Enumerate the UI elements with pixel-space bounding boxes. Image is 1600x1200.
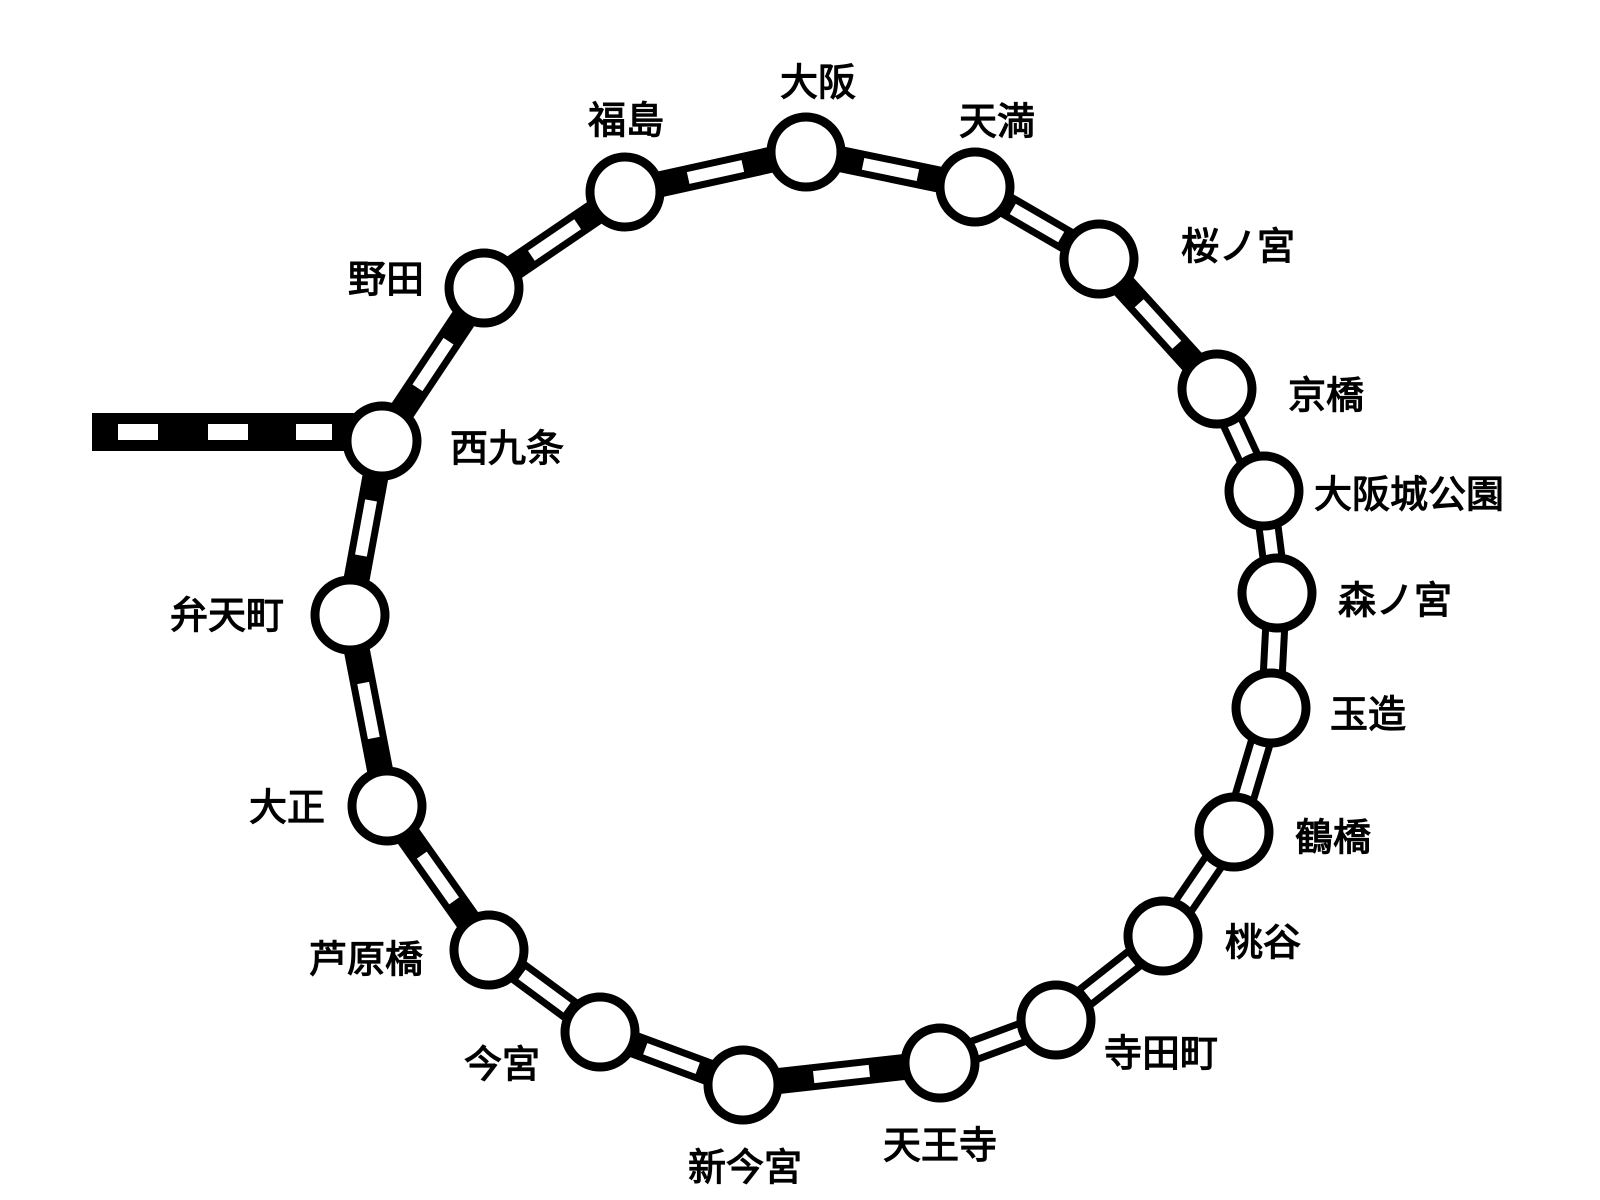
station-label: 玉造 (1330, 693, 1406, 737)
station-morinomiya[interactable]: 森ノ宮 (1237, 553, 1452, 633)
station-label: 寺田町 (1104, 1032, 1218, 1076)
track-dash (527, 219, 582, 261)
station-nishikujo[interactable]: 西九条 (342, 401, 564, 481)
branch-track (92, 413, 382, 451)
station-tamatsukuri[interactable]: 玉造 (1231, 668, 1406, 748)
station-marker[interactable] (1224, 451, 1304, 531)
track-dash (412, 337, 454, 392)
track-dash (1083, 955, 1136, 1001)
station-marker[interactable] (347, 766, 427, 846)
station-marker[interactable] (703, 1045, 783, 1125)
track-dash (813, 1064, 870, 1084)
track-dash (416, 851, 460, 905)
station-bentencho[interactable]: 弁天町 (170, 575, 390, 655)
station-label: 福島 (587, 99, 664, 143)
station-label: 芦原橋 (309, 938, 423, 982)
station-label: 野田 (348, 258, 424, 302)
station-marker[interactable] (1123, 896, 1203, 976)
track-dash (643, 1043, 700, 1074)
track-dash (970, 1026, 1026, 1057)
track-dash (861, 157, 920, 182)
track-dash (1177, 857, 1220, 911)
station-label: 大正 (249, 786, 325, 830)
station-label: 京橋 (1288, 374, 1364, 418)
station-label: 桜ノ宮 (1181, 225, 1295, 269)
station-label: 弁天町 (170, 594, 284, 638)
track-dash (1134, 299, 1182, 349)
station-marker[interactable] (766, 112, 846, 192)
station-tsuruhashi[interactable]: 鶴橋 (1194, 792, 1371, 872)
track-dash (1224, 415, 1257, 465)
station-teradacho[interactable]: 寺田町 (1016, 980, 1218, 1076)
station-fukushima[interactable]: 福島 (585, 99, 665, 232)
station-osakajokoen[interactable]: 大阪城公園 (1224, 451, 1504, 531)
station-temma[interactable]: 天満 (935, 100, 1035, 227)
station-shinimamiya[interactable]: 新今宮 (688, 1045, 802, 1190)
track-dash (1009, 203, 1065, 243)
track-dash (518, 969, 571, 1013)
station-label: 桃谷 (1225, 921, 1301, 965)
station-label: 天王寺 (883, 1124, 997, 1168)
station-kyobashi[interactable]: 京橋 (1177, 349, 1364, 429)
station-ashiharabashi[interactable]: 芦原橋 (309, 910, 529, 990)
station-taisho[interactable]: 大正 (249, 766, 427, 846)
branch-rail-dash (296, 424, 332, 440)
station-marker[interactable] (585, 152, 665, 232)
station-marker[interactable] (342, 401, 422, 481)
track-dash (357, 681, 380, 740)
station-momodani[interactable]: 桃谷 (1123, 896, 1301, 976)
station-label: 西九条 (450, 427, 564, 471)
station-label: 大阪城公園 (1314, 473, 1504, 517)
station-marker[interactable] (900, 1023, 980, 1103)
station-noda[interactable]: 野田 (348, 248, 524, 328)
station-marker[interactable] (935, 147, 1015, 227)
station-marker[interactable] (1059, 219, 1139, 299)
station-osaka[interactable]: 大阪 (766, 61, 856, 192)
station-marker[interactable] (560, 992, 640, 1072)
station-marker[interactable] (1177, 349, 1257, 429)
station-imamiya[interactable]: 今宮 (464, 992, 640, 1087)
track-dash (686, 160, 745, 184)
track-dash (1266, 624, 1282, 677)
track-dash (1238, 741, 1267, 799)
station-label: 今宮 (464, 1043, 540, 1087)
station-marker[interactable] (1016, 980, 1096, 1060)
station-marker[interactable] (1194, 792, 1274, 872)
station-sakuranomiya[interactable]: 桜ノ宮 (1059, 219, 1295, 299)
station-marker[interactable] (449, 910, 529, 990)
station-label: 鶴橋 (1295, 816, 1371, 860)
station-marker[interactable] (444, 248, 524, 328)
branch-rail-dash (118, 424, 158, 440)
station-label: 大阪 (780, 61, 856, 105)
station-label: 新今宮 (688, 1146, 802, 1190)
station-marker[interactable] (1231, 668, 1311, 748)
branch-rail-dash (208, 424, 248, 440)
station-label: 森ノ宮 (1338, 579, 1452, 623)
track-dash (355, 499, 377, 557)
station-marker[interactable] (1237, 553, 1317, 633)
station-label: 天満 (959, 100, 1035, 144)
station-marker[interactable] (310, 575, 390, 655)
station-tennoji[interactable]: 天王寺 (883, 1023, 997, 1168)
